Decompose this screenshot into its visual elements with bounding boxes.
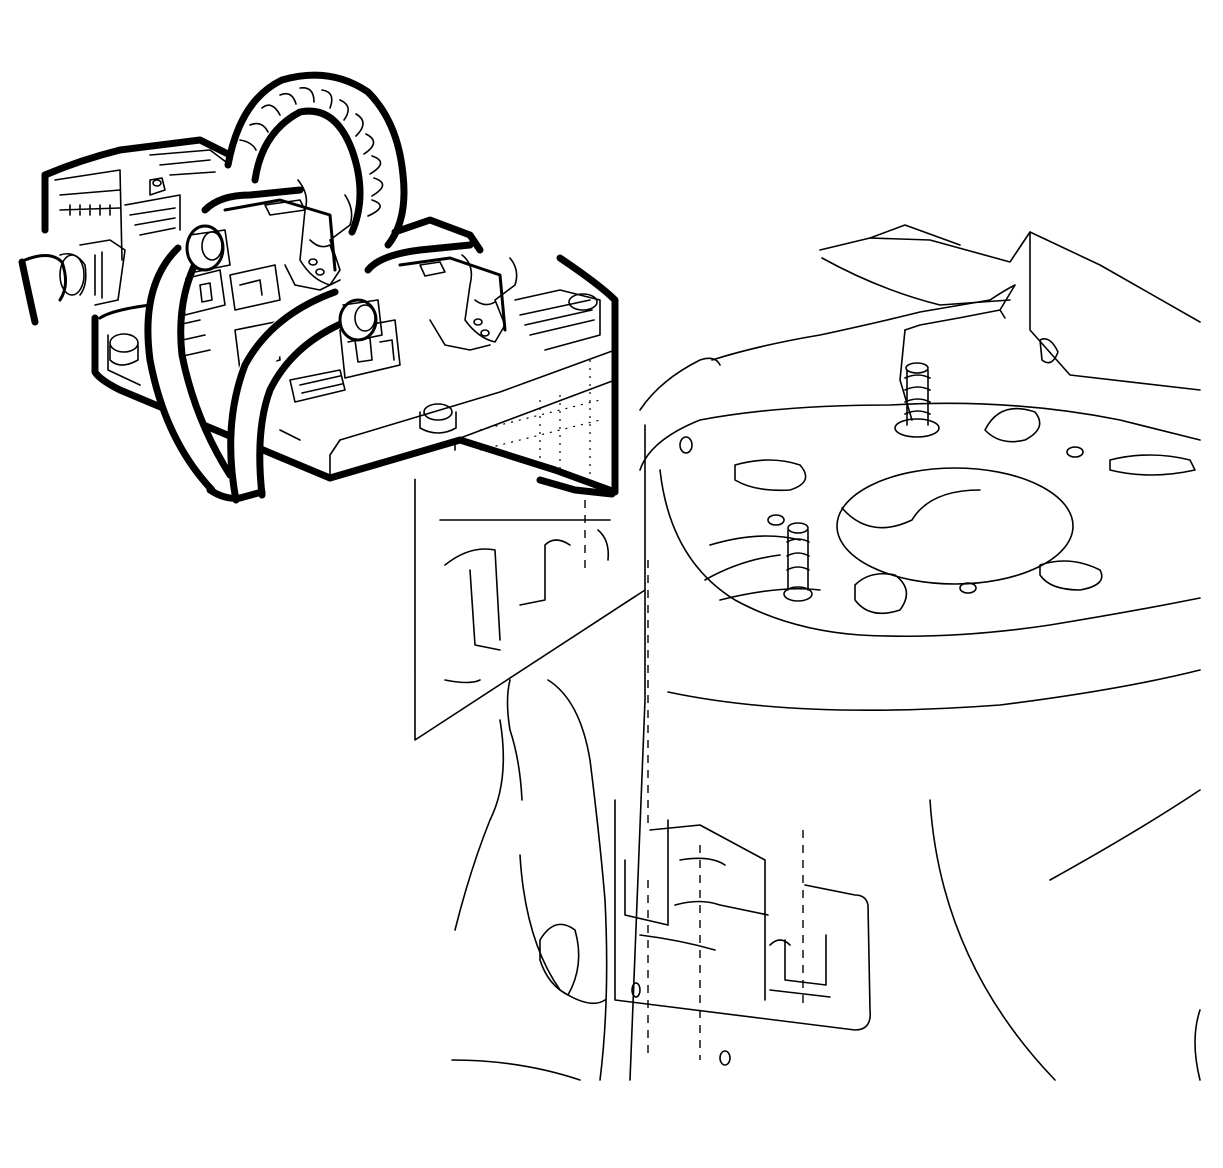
- mounting-bracket: [414, 469, 872, 1060]
- wiring-harness: [144, 71, 408, 504]
- electronic-control-module: [18, 136, 619, 498]
- mounting-stud: [783, 362, 940, 602]
- vehicle-body-panel: [451, 224, 1201, 1081]
